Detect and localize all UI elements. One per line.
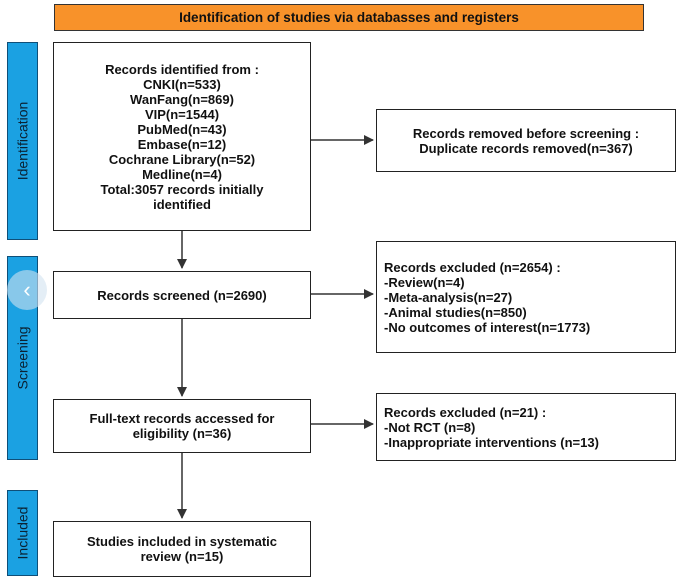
line-2: -Inappropriate interventions (n=13) [384, 434, 599, 450]
line-1: eligibility (n=36) [132, 426, 232, 441]
studies-included-box: Studies included in systematic review (n… [53, 521, 311, 577]
line-4: -No outcomes of interest(n=1773) [384, 319, 591, 335]
line-0: Records screened (n=2690) [97, 287, 267, 303]
chevron-left-icon: ‹ [23, 277, 31, 302]
line-0: Studies included in systematic [87, 534, 277, 549]
fulltext-records-box: Full-text records accessed for eligibili… [53, 399, 311, 453]
line-1: -Not RCT (n=8) [384, 419, 476, 435]
line-1: review (n=15) [140, 549, 224, 564]
phase-included: Included [7, 490, 38, 576]
line-2: WanFang(n=869) [130, 91, 234, 107]
records-removed-box: Records removed before screening : Dupli… [376, 109, 676, 172]
phase-identification: Identification [7, 42, 38, 240]
line-3: VIP(n=1544) [144, 106, 220, 122]
line-1: CNKI(n=533) [143, 76, 221, 92]
line-2: -Meta-analysis(n=27) [384, 289, 513, 305]
line-8: Total:3057 records initially [100, 181, 264, 197]
diagram-header: Identification of studies via databasses… [54, 4, 644, 31]
line-0: Records excluded (n=2654) : [384, 259, 561, 275]
line-7: Medline(n=4) [142, 166, 222, 182]
header-title: Identification of studies via databasses… [179, 10, 519, 25]
records-identified-box: Records identified from : CNKI(n=533) Wa… [53, 42, 311, 231]
line-3: -Animal studies(n=850) [384, 304, 527, 320]
line-4: PubMed(n=43) [137, 121, 227, 137]
line-1: -Review(n=4) [384, 274, 465, 290]
line-0: Records removed before screening : [412, 125, 640, 141]
records-excluded-box-2: Records excluded (n=21) : -Not RCT (n=8)… [376, 393, 676, 461]
line-1: Duplicate records removed(n=367) [419, 140, 633, 156]
line-0: Full-text records accessed for [89, 411, 275, 426]
line-0: Records identified from : [105, 61, 259, 77]
previous-nav-button[interactable]: ‹ [7, 270, 47, 310]
line-0: Records excluded (n=21) : [384, 404, 547, 420]
line-6: Cochrane Library(n=52) [108, 151, 256, 167]
records-excluded-box-1: Records excluded (n=2654) : -Review(n=4)… [376, 241, 676, 353]
line-5: Embase(n=12) [137, 136, 227, 152]
records-screened-box: Records screened (n=2690) [53, 271, 311, 319]
line-9: identified [153, 196, 211, 212]
